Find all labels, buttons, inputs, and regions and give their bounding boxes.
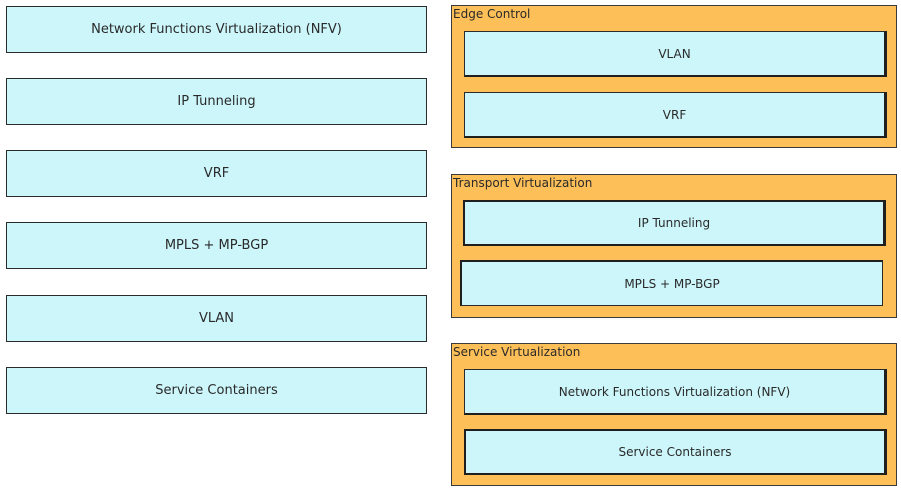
source-item-mpls-mp-bgp[interactable]: MPLS + MP-BGP	[6, 222, 427, 269]
drop-slot-transport-1[interactable]: IP Tunneling	[463, 200, 886, 246]
group-transport-virtualization: Transport Virtualization IP Tunneling MP…	[451, 174, 897, 318]
source-item-vlan[interactable]: VLAN	[6, 295, 427, 342]
slot-label: IP Tunneling	[637, 216, 711, 230]
slot-label: VRF	[662, 107, 687, 122]
drop-slot-transport-2[interactable]: MPLS + MP-BGP	[460, 260, 883, 306]
slot-label: VLAN	[658, 46, 691, 61]
group-title: Edge Control	[453, 7, 531, 21]
slot-label: Service Containers	[618, 445, 732, 459]
source-item-nfv[interactable]: Network Functions Virtualization (NFV)	[6, 6, 427, 53]
slot-label: MPLS + MP-BGP	[624, 276, 720, 291]
drop-slot-edge-control-2[interactable]: VRF	[464, 92, 887, 138]
group-edge-control: Edge Control VLAN VRF	[451, 5, 897, 148]
drop-slot-edge-control-1[interactable]: VLAN	[464, 31, 887, 77]
slot-label: Network Functions Virtualization (NFV)	[558, 384, 791, 399]
source-item-vrf[interactable]: VRF	[6, 150, 427, 197]
source-item-ip-tunneling[interactable]: IP Tunneling	[6, 78, 427, 125]
source-item-label: VRF	[203, 166, 230, 181]
source-item-label: Service Containers	[155, 383, 278, 398]
source-item-label: VLAN	[198, 311, 235, 326]
source-item-label: Network Functions Virtualization (NFV)	[91, 22, 342, 37]
group-title: Transport Virtualization	[453, 176, 593, 190]
drop-slot-service-2[interactable]: Service Containers	[464, 429, 887, 475]
source-item-label: IP Tunneling	[177, 94, 256, 109]
drop-slot-service-1[interactable]: Network Functions Virtualization (NFV)	[464, 369, 887, 415]
source-item-service-containers[interactable]: Service Containers	[6, 367, 427, 414]
group-service-virtualization: Service Virtualization Network Functions…	[451, 343, 897, 486]
group-title: Service Virtualization	[453, 345, 581, 359]
source-item-label: MPLS + MP-BGP	[164, 238, 269, 253]
